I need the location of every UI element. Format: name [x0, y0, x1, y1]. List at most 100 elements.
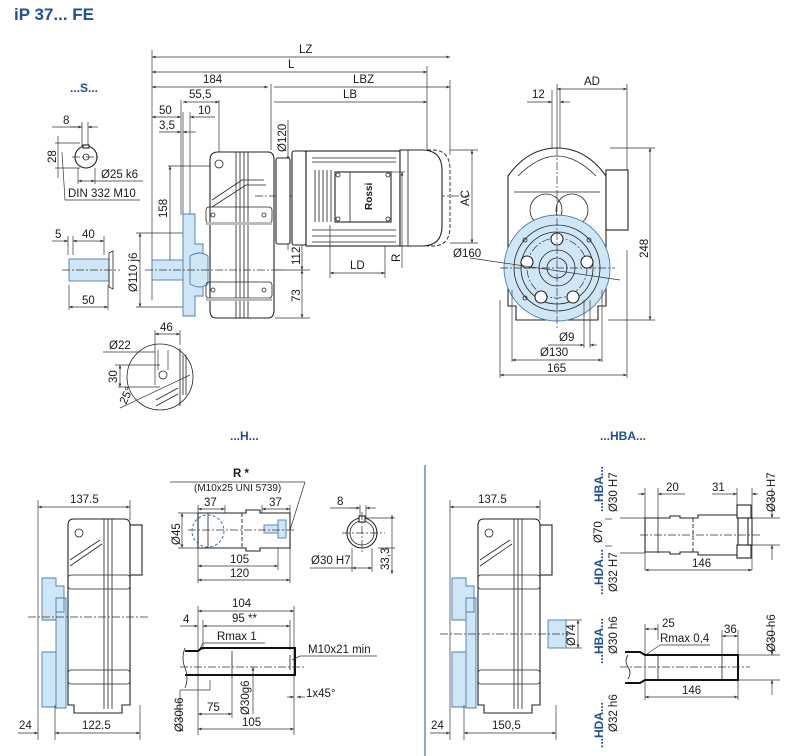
m10x21-min: M10x21 min [308, 644, 371, 656]
dim-key-8: 8 [63, 115, 69, 127]
dim-dia-30g6: Ø30g6 [240, 680, 252, 715]
dim-104: 104 [232, 598, 252, 610]
dim-dia-22: Ø22 [109, 340, 131, 352]
dim-dia-25-k6: Ø25 k6 [101, 169, 138, 181]
dim-31: 31 [712, 482, 725, 494]
dim-146-top: 146 [692, 558, 711, 570]
dim-25: 25 [662, 618, 675, 630]
dim-dia-9: Ø9 [559, 332, 574, 344]
motor-box-front [605, 169, 629, 231]
gearbox-h [67, 518, 131, 714]
main-side-view: LZ L LBZ LB 184 55,5 50 10 3,5 Ø120 158 … [128, 44, 478, 319]
dim-dia-130: Ø130 [540, 347, 568, 359]
machine-shaft [185, 647, 296, 676]
dim-28: 28 [47, 150, 59, 163]
dim-120: 120 [230, 568, 249, 580]
dim-4: 4 [183, 614, 190, 626]
dim-36: 36 [724, 624, 737, 636]
detail-circle [126, 343, 194, 411]
dim-3-5: 3,5 [159, 120, 175, 132]
din-label: DIN 332 M10 [68, 188, 136, 200]
dim-dia-30-h7: Ø30 H7 [311, 555, 351, 567]
dim-lbz: LBZ [353, 74, 374, 86]
fan-cover [399, 149, 443, 247]
dim-dia-120: Ø120 [277, 124, 289, 152]
dim-dia-30-h7-right: Ø30 H7 [766, 472, 778, 512]
variant-hda-2-dia: Ø32 h6 [608, 694, 620, 732]
dim-12: 12 [532, 89, 545, 101]
dim-5: 5 [55, 229, 61, 241]
dim-95: 95 ** [232, 613, 257, 625]
dim-37-left: 37 [204, 497, 217, 509]
dim-105-h: 105 [230, 554, 249, 566]
dim-50-s: 50 [82, 295, 95, 307]
variant-hda-1: ...HDA... [592, 549, 606, 595]
dim-l: L [288, 59, 295, 71]
drawing-title: iP 37... FE [14, 5, 94, 24]
dim-10: 10 [198, 105, 211, 117]
dim-30: 30 [108, 370, 120, 383]
dim-lb: LB [343, 89, 357, 101]
dim-184: 184 [203, 74, 223, 86]
hba-hollow-shaft: 20 31 Ø30 H7 146 25 Rmax 0,4 36 [620, 472, 780, 700]
variant-hba-1-dia: Ø30 H7 [608, 472, 620, 512]
dim-158: 158 [158, 199, 170, 218]
section-label-h: ...H... [230, 429, 259, 443]
terminal-box [334, 171, 392, 223]
dim-37-right: 37 [269, 497, 282, 509]
dim-165: 165 [547, 363, 566, 375]
dim-dia-160: Ø160 [453, 248, 481, 260]
dim-137-5-h: 137.5 [70, 494, 99, 506]
dim-ld: LD [350, 260, 365, 272]
motor-adapter [275, 157, 291, 245]
flanges-h [41, 577, 67, 709]
dim-ad: AD [584, 76, 600, 88]
dim-lz: LZ [299, 44, 312, 56]
r-star-label: R * [233, 468, 250, 480]
dim-55-5: 55,5 [189, 89, 211, 101]
detail-marker-circle [191, 514, 225, 548]
dim-20: 20 [666, 482, 679, 494]
dim-24-h: 24 [19, 720, 32, 732]
dim-ac: AC [460, 190, 472, 206]
dim-dia-30-h6-right: Ø30 h6 [766, 614, 778, 652]
variant-hda-2: ...HDA... [592, 702, 606, 748]
brake-outline [427, 149, 451, 247]
variant-labels: ...HBA... Ø30 H7 Ø70 ...HDA... Ø32 H7 ..… [592, 466, 620, 748]
dim-key-8-h: 8 [337, 496, 343, 508]
dim-46: 46 [160, 322, 173, 334]
gearbox-body [209, 151, 275, 319]
rmax-1: Rmax 1 [217, 631, 257, 643]
dim-dia-70: Ø70 [593, 521, 605, 543]
dim-50: 50 [159, 105, 172, 117]
s-shaft [68, 258, 110, 282]
dim-r: R [391, 254, 403, 262]
variant-hda-1-dia: Ø32 H7 [608, 552, 620, 592]
h-hollow-shaft: R * (M10x25 UNI 5739) 37 37 Ø45 105 120 [170, 468, 395, 735]
dim-146-bottom: 146 [682, 685, 701, 697]
flanges-hba [451, 577, 477, 709]
dim-248: 248 [639, 239, 651, 258]
dim-75: 75 [207, 702, 220, 714]
section-label-s: ...S... [70, 81, 98, 95]
dim-33-3: 33,3 [380, 548, 392, 570]
dim-137-5-hba: 137.5 [478, 494, 507, 506]
front-view: 12 AD 248 Ø160 Ø9 Ø130 [453, 76, 655, 378]
dim-150-5: 150,5 [492, 720, 521, 732]
variant-hba-2: ...HBA... [592, 618, 606, 664]
flange-hole-detail: 46 Ø22 30 25° [103, 322, 194, 411]
dim-24-hba: 24 [431, 720, 444, 732]
dim-dia-45: Ø45 [171, 523, 183, 545]
variant-hba-1: ...HBA... [592, 466, 606, 512]
gearbox-hba [477, 518, 541, 714]
dim-112: 112 [291, 247, 303, 265]
s-detail: 8 28 Ø25 k6 DIN 332 M10 5 40 50 [47, 115, 143, 310]
dim-122-5: 122.5 [82, 720, 111, 732]
dim-73: 73 [291, 289, 303, 302]
screw-spec: (M10x25 UNI 5739) [194, 483, 281, 494]
brand-label: Rossi [364, 183, 375, 210]
dim-dia-74: Ø74 [566, 624, 578, 646]
rmax-0-4: Rmax 0,4 [660, 633, 710, 645]
hba-section-side-view: 137.5 Ø74 24 150,5 [430, 494, 582, 740]
